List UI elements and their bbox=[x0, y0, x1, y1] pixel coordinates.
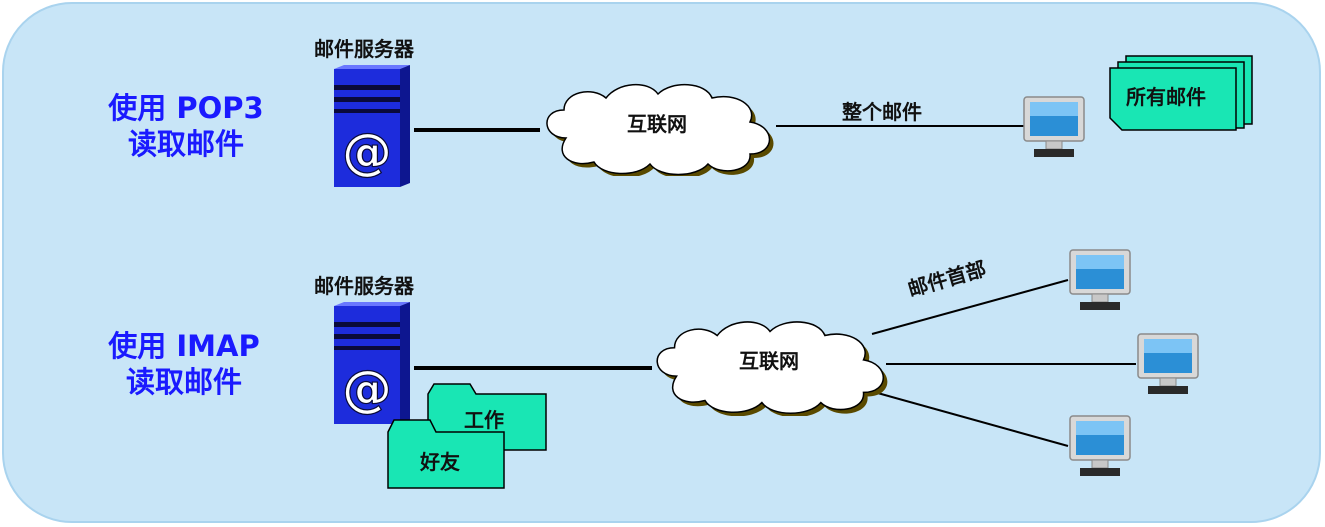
mail-server-icon: @ bbox=[334, 302, 410, 424]
imap-cloud-to-client3-line bbox=[873, 391, 1069, 447]
imap-server-label: 邮件服务器 bbox=[314, 274, 414, 298]
friends-folder-icon bbox=[387, 419, 505, 489]
svg-text:@: @ bbox=[342, 360, 392, 418]
imap-title-line2: 读取邮件 bbox=[125, 365, 242, 399]
pop3-title-line1: 使用 POP3 bbox=[108, 91, 264, 125]
imap-cloud-to-client1-line bbox=[871, 279, 1069, 335]
pop3-title-line2: 读取邮件 bbox=[127, 127, 244, 161]
all-mail-label: 所有邮件 bbox=[1126, 85, 1206, 109]
imap-internet-label: 互联网 bbox=[739, 349, 799, 373]
imap-internet-cloud-icon bbox=[656, 321, 888, 416]
pop3-title: 使用 POP3 读取邮件 bbox=[96, 90, 276, 162]
pop3-edge-label: 整个邮件 bbox=[842, 100, 922, 124]
imap-title: 使用 IMAP 读取邮件 bbox=[94, 328, 274, 400]
mail-server-icon: @ bbox=[334, 65, 410, 187]
work-folder-label: 工作 bbox=[464, 408, 504, 432]
imap-title-line1: 使用 IMAP bbox=[108, 329, 260, 363]
pop3-server-label: 邮件服务器 bbox=[314, 37, 414, 61]
friends-folder-label: 好友 bbox=[420, 450, 460, 474]
all-mail-document-stack-icon bbox=[1109, 55, 1253, 131]
svg-text:@: @ bbox=[342, 123, 392, 181]
pop3-internet-cloud-icon bbox=[546, 83, 774, 176]
pop3-client-monitor-icon bbox=[1023, 96, 1085, 157]
imap-client2-monitor-icon bbox=[1137, 333, 1199, 394]
imap-client3-monitor-icon bbox=[1069, 415, 1131, 476]
pop3-internet-label: 互联网 bbox=[627, 112, 687, 136]
imap-client1-monitor-icon bbox=[1069, 249, 1131, 310]
